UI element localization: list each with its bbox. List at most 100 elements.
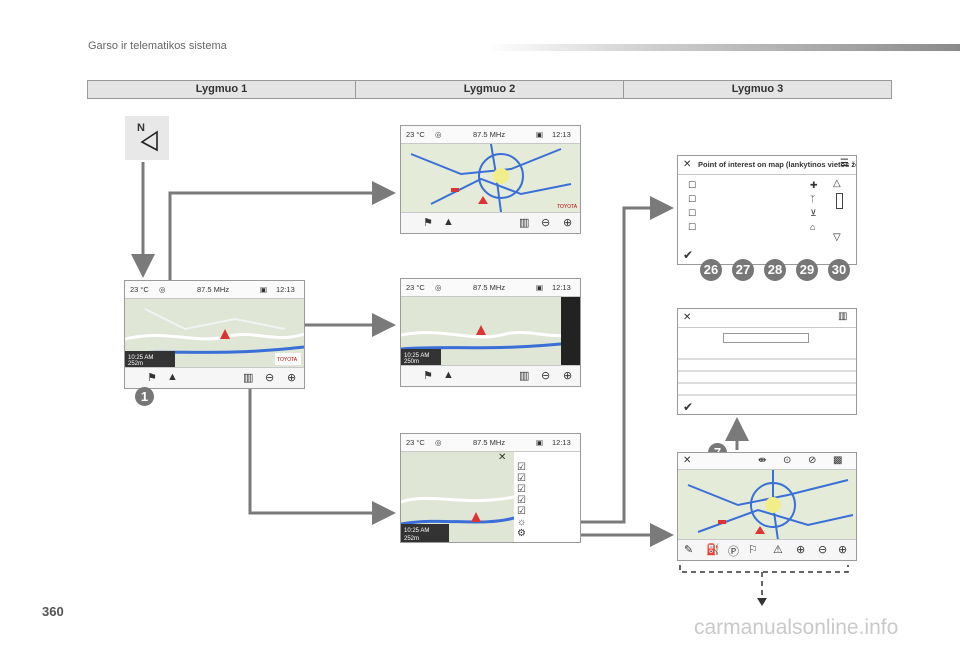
map-view[interactable] (678, 470, 856, 540)
bottom-toolbar: ✎ ⛽ Ⓟ ⚐ ⚠ ⊕ ⊖ ⊕ (678, 539, 856, 560)
phone-icon: ▣ (260, 285, 268, 294)
traffic-icon[interactable]: ▩ (833, 455, 843, 466)
restaurant-icon: ᛉ (810, 194, 816, 204)
poi-title: Point of interest on map (lankytinos vie… (698, 160, 856, 169)
north-arrow-icon[interactable]: ▲ (167, 371, 178, 383)
menu-item-4[interactable]: ☑ (517, 495, 526, 506)
zoom-out-icon[interactable]: ⊖ (541, 370, 551, 382)
radio-frequency: 87.5 MHz (197, 285, 230, 294)
menu-item-2[interactable]: ☑ (517, 473, 526, 484)
settings-icon[interactable]: ▥ (243, 372, 254, 384)
map-options-menu: ✕ ☑ ☑ ☑ ☑ ☑ ☼ ⚙ (498, 452, 580, 542)
phone-icon: ▣ (536, 283, 544, 292)
scroll-down-icon[interactable]: ▽ (833, 232, 841, 243)
poi-title-bar: ✕ Point of interest on map (lankytinos v… (678, 156, 856, 175)
settings-grid[interactable] (678, 349, 856, 399)
map-toolbar: ⚑ ▲ ▥ ⊖ ⊕ (125, 367, 304, 388)
map-view[interactable]: 10:25 AM 252m TOYOTA (125, 299, 304, 367)
level3-settings-screen: ✕ ▥ ✔ (677, 308, 857, 415)
callout-badge-1: 1 (135, 387, 154, 406)
building-icon: ⌂ (810, 222, 816, 232)
zoom-out-icon[interactable]: ⊖ (818, 544, 828, 556)
settings-icon[interactable]: ▥ (519, 217, 530, 229)
level2-map-menu-screen[interactable]: 23 °C ◎ 87.5 MHz ▣ 12:13 10:25 AM 252m ✕… (400, 433, 581, 543)
close-icon[interactable]: ✕ (683, 455, 692, 466)
north-arrow-icon[interactable]: ▲ (443, 216, 454, 228)
zoom-in-icon[interactable]: ⊕ (563, 370, 573, 382)
map-view[interactable]: TOYOTA (401, 144, 580, 212)
add-icon[interactable]: ⊕ (796, 544, 806, 556)
destination-flag-icon[interactable]: ⚑ (423, 370, 433, 382)
poi-numbers: 26 27 28 29 30 (700, 259, 855, 281)
fuel-icon[interactable]: ⛽ (706, 544, 720, 556)
map-view[interactable]: 10:25 AM 252m (401, 452, 514, 542)
close-icon[interactable]: ✕ (683, 312, 692, 323)
globe-icon: ◎ (435, 130, 442, 139)
globe-icon: ◎ (159, 285, 166, 294)
confirm-button[interactable]: ✔ (683, 400, 694, 414)
menu-item-5[interactable]: ☑ (517, 506, 526, 517)
destination-flag-icon[interactable]: ⚑ (147, 372, 157, 384)
route-icon[interactable]: ⚐ (748, 544, 758, 556)
map-toolbar: ⚑ ▲ ▥ ⊖ ⊕ (401, 365, 580, 386)
status-bar: 23 °C ◎ 87.5 MHz ▣ 12:13 (401, 434, 580, 452)
close-menu-button[interactable]: ✕ (498, 452, 580, 463)
speed-icon[interactable]: ⊙ (783, 455, 792, 466)
settings-icon[interactable]: ▥ (519, 370, 530, 382)
title-field[interactable] (723, 333, 809, 343)
poi-menu-icon[interactable]: ⚙ (517, 528, 526, 539)
watermark: carmanualsonline.info (694, 616, 899, 639)
svg-text:10:25 AM: 10:25 AM (404, 353, 429, 359)
status-bar: 23 °C ◎ 87.5 MHz ▣ 12:13 (401, 126, 580, 144)
svg-text:252m: 252m (404, 536, 419, 542)
close-icon: ✕ (498, 452, 507, 463)
map-toolbar: ⚑ ▲ ▥ ⊖ ⊕ (401, 212, 580, 233)
levels-table: Lygmuo 1 Lygmuo 2 Lygmuo 3 (87, 80, 892, 99)
map-scale-icon[interactable]: ⇼ (758, 455, 767, 466)
section-title: Garso ir telematikos sistema (88, 40, 227, 52)
destination-flag-icon[interactable]: ⚑ (423, 217, 433, 229)
temperature: 23 °C (130, 285, 149, 294)
poi-option-hospital[interactable]: ☐✚ (688, 180, 818, 190)
close-icon[interactable]: ✕ (683, 159, 692, 170)
zoom-in-icon[interactable]: ⊕ (563, 217, 573, 229)
confirm-button[interactable]: ✔ (683, 248, 694, 262)
zoom-in-icon[interactable]: ⊕ (838, 544, 848, 556)
svg-text:TOYOTA: TOYOTA (277, 357, 298, 363)
north-arrow-icon[interactable]: ▲ (443, 369, 454, 381)
status-bar: 23 °C ◎ 87.5 MHz ▣ 12:13 (401, 279, 580, 297)
hospital-icon: ✚ (810, 180, 818, 190)
parking-icon[interactable]: Ⓟ (728, 546, 739, 558)
direction-icon[interactable]: ⊘ (808, 455, 817, 466)
settings-title-bar: ✕ ▥ (678, 309, 856, 328)
menu-item-1[interactable]: ☑ (517, 462, 526, 473)
menu-item-3[interactable]: ☑ (517, 484, 526, 495)
level-3-header: Lygmuo 3 (731, 83, 784, 95)
svg-text:10:25 AM: 10:25 AM (404, 528, 429, 534)
list-icon[interactable]: ☰ (840, 158, 849, 169)
globe-icon: ◎ (435, 283, 442, 292)
svg-text:252m: 252m (128, 361, 143, 367)
settings-icon[interactable]: ▥ (838, 311, 848, 322)
scrollbar[interactable] (836, 193, 843, 209)
zoom-in-icon[interactable]: ⊕ (287, 372, 297, 384)
page-number: 360 (42, 604, 64, 619)
level3-map-toolbar-screen[interactable]: ✕ ⇼ ⊙ ⊘ ▩ ✎ ⛽ Ⓟ ⚐ ⚠ ⊕ ⊖ ⊕ (677, 452, 857, 561)
poi-option-restaurant[interactable]: ☐ᛉ (688, 194, 816, 204)
poi-option-building[interactable]: ☐⌂ (688, 222, 816, 232)
compass-icon: N (125, 116, 169, 160)
status-bar: 23 °C ◎ 87.5 MHz ▣ 12:13 (125, 281, 304, 299)
level1-map-screen[interactable]: 23 °C ◎ 87.5 MHz ▣ 12:13 10:25 AM 252m T… (124, 280, 305, 389)
level2-map-screen-zoomed[interactable]: 23 °C ◎ 87.5 MHz ▣ 12:13 TOYOTA ⚑ ▲ ▥ ⊖ … (400, 125, 581, 234)
day-night-icon[interactable]: ☼ (517, 517, 527, 528)
zoom-out-icon[interactable]: ⊖ (265, 372, 275, 384)
map-view[interactable]: 10:25 AM 250m (401, 297, 580, 365)
poi-option-shopping[interactable]: ☐⊻ (688, 208, 817, 218)
scroll-up-icon[interactable]: △ (833, 178, 841, 189)
level-1-header: Lygmuo 1 (88, 81, 356, 98)
level2-map-screen-route[interactable]: 23 °C ◎ 87.5 MHz ▣ 12:13 10:25 AM 250m ⚑… (400, 278, 581, 387)
map-display-icon[interactable]: ✎ (684, 544, 694, 556)
svg-text:10:25 AM: 10:25 AM (128, 355, 153, 361)
zoom-out-icon[interactable]: ⊖ (541, 217, 551, 229)
warning-icon[interactable]: ⚠ (773, 544, 783, 556)
